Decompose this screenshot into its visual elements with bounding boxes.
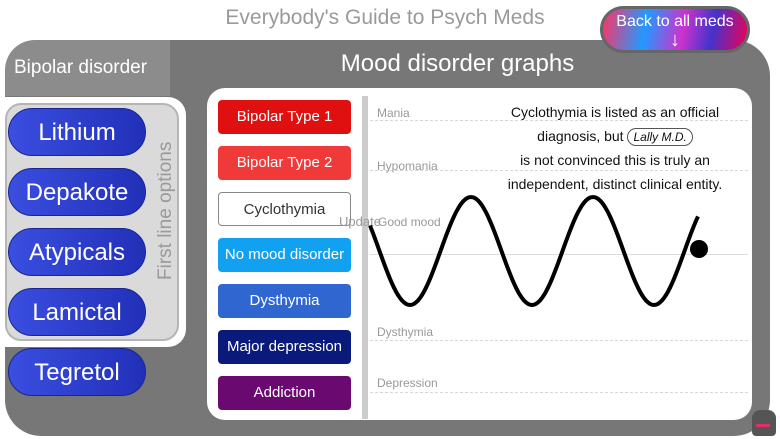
med-tegretol[interactable]: Tegretol — [8, 348, 146, 396]
level-hypomania: Hypomania — [377, 159, 438, 173]
back-label: Back to all meds — [616, 13, 734, 30]
note-line: is not convinced this is truly an — [520, 152, 710, 168]
note-line: independent, distinct clinical entity. — [507, 176, 723, 192]
mood-button-bipolar-type-2[interactable]: Bipolar Type 2 — [218, 146, 351, 180]
hypomania-line — [370, 170, 748, 171]
dysthymia-line — [370, 340, 748, 341]
mood-button-no-mood-disorder[interactable]: No mood disorder — [218, 238, 351, 272]
mania-line — [370, 120, 748, 121]
mood-button-bipolar-type-1[interactable]: Bipolar Type 1 — [218, 100, 351, 134]
update-label: Update — [339, 214, 381, 229]
divider — [362, 96, 368, 419]
page-title: Mood disorder graphs — [340, 50, 575, 77]
level-good-mood: Good mood — [378, 215, 441, 229]
med-atypicals[interactable]: Atypicals — [8, 228, 146, 276]
current-mood-dot — [690, 240, 708, 258]
cyclothymia-note: Cyclothymia is listed as an official dia… — [500, 100, 730, 196]
note-line: Cyclothymia is listed as an official — [510, 104, 720, 120]
app-title: Everybody's Guide to Psych Meds — [225, 6, 545, 29]
baseline — [370, 254, 748, 255]
mood-button-major-depression[interactable]: Major depression — [218, 330, 351, 364]
mood-button-cyclothymia[interactable]: Cyclothymia — [218, 192, 351, 226]
med-depakote[interactable]: Depakote — [8, 168, 146, 216]
med-lamictal[interactable]: Lamictal — [8, 288, 146, 336]
med-lithium[interactable]: Lithium — [8, 108, 146, 156]
mood-wave — [368, 195, 700, 308]
note-line: diagnosis, but — [537, 128, 624, 144]
level-mania: Mania — [377, 106, 410, 120]
mood-button-addiction[interactable]: Addiction — [218, 376, 351, 410]
level-depression: Depression — [377, 376, 438, 390]
lally-md-logo: Lally M.D. — [627, 128, 693, 146]
dog-mascot-icon — [752, 410, 776, 436]
tab-bipolar-disorder[interactable]: Bipolar disorder — [5, 40, 170, 96]
depression-line — [370, 392, 748, 393]
mood-button-dysthymia[interactable]: Dysthymia — [218, 284, 351, 318]
arrow-down-icon: ↓ — [670, 29, 680, 51]
back-to-all-meds-button[interactable]: Back to all meds ↓ — [600, 6, 750, 53]
level-dysthymia: Dysthymia — [377, 325, 434, 339]
